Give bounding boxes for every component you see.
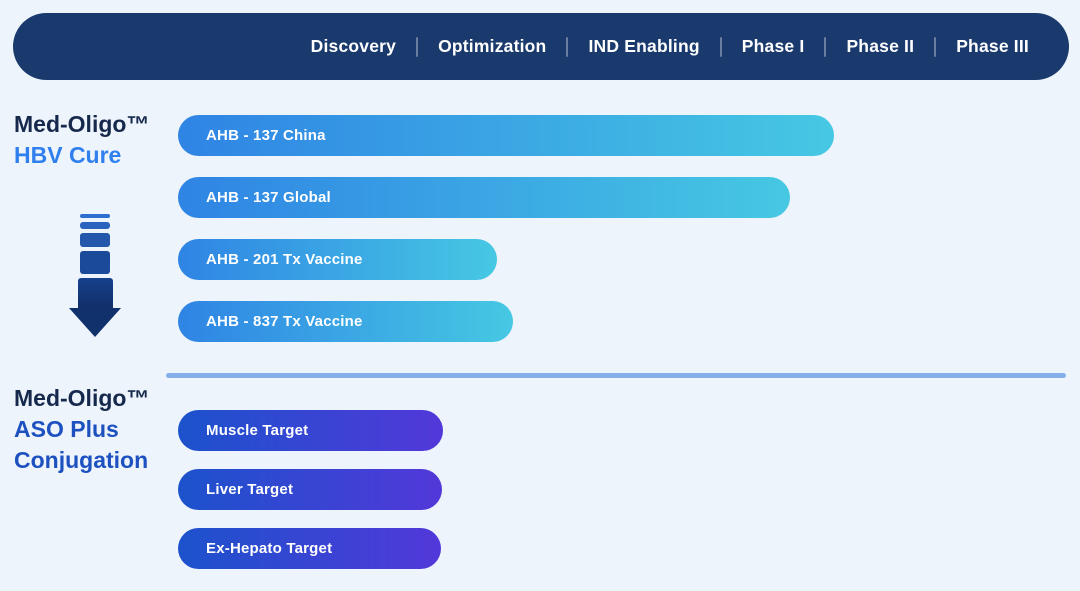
pipeline-bar: Muscle Target [178, 410, 443, 451]
phase-label-phase-ii: Phase II [846, 36, 915, 56]
pipeline-bar-label: AHB - 137 China [206, 127, 326, 144]
section-aso-plus-label: Med-Oligo™ ASO Plus Conjugation [14, 383, 186, 476]
section-subtitle: HBV Cure [14, 142, 122, 168]
pipeline-bar: AHB - 137 China [178, 115, 834, 156]
phase-label-discovery: Discovery [310, 36, 397, 56]
pipeline-bar: Ex-Hepato Target [178, 528, 441, 569]
arrow-segment [80, 214, 110, 218]
section-subtitle: ASO Plus Conjugation [14, 416, 149, 473]
pipeline-bar: AHB - 837 Tx Vaccine [178, 301, 513, 342]
pipeline-bar-label: Muscle Target [206, 422, 309, 439]
brand-name: Med-Oligo™ [14, 385, 150, 411]
arrow-segment [80, 251, 110, 274]
phase-nav: Discovery Optimization IND Enabling Phase I… [291, 36, 1049, 57]
pipeline-bar-label: Liver Target [206, 481, 294, 498]
phase-label-optimization: Optimization [438, 36, 547, 56]
phase-header: Discovery Optimization IND Enabling Phase I… [13, 13, 1069, 80]
arrow-segment [80, 233, 110, 247]
arrow-stem [77, 278, 113, 308]
phase-label-phase-i: Phase I [741, 36, 805, 56]
pipeline-bar-label: AHB - 137 Global [206, 189, 331, 206]
pipeline-bar: Liver Target [178, 469, 442, 510]
arrow-segment [80, 222, 110, 229]
phase-label-ind-enabling: IND Enabling [588, 36, 700, 56]
arrow-head [69, 308, 121, 337]
pipeline-bar: AHB - 201 Tx Vaccine [178, 239, 497, 280]
pipeline-bar-label: AHB - 837 Tx Vaccine [206, 313, 363, 330]
pipeline-bar-label: AHB - 201 Tx Vaccine [206, 251, 363, 268]
phase-separator [719, 36, 722, 57]
phase-separator [416, 36, 419, 57]
section-divider [166, 373, 1066, 378]
phase-label-phase-iii: Phase III [956, 36, 1029, 56]
brand-name: Med-Oligo™ [14, 111, 150, 137]
phase-separator [934, 36, 937, 57]
pipeline-bar-label: Ex-Hepato Target [206, 540, 333, 557]
phase-separator [824, 36, 827, 57]
phase-separator [566, 36, 569, 57]
pipeline-bar: AHB - 137 Global [178, 177, 790, 218]
down-arrow-icon [59, 214, 131, 337]
section-hbv-cure-label: Med-Oligo™ HBV Cure [14, 109, 186, 171]
